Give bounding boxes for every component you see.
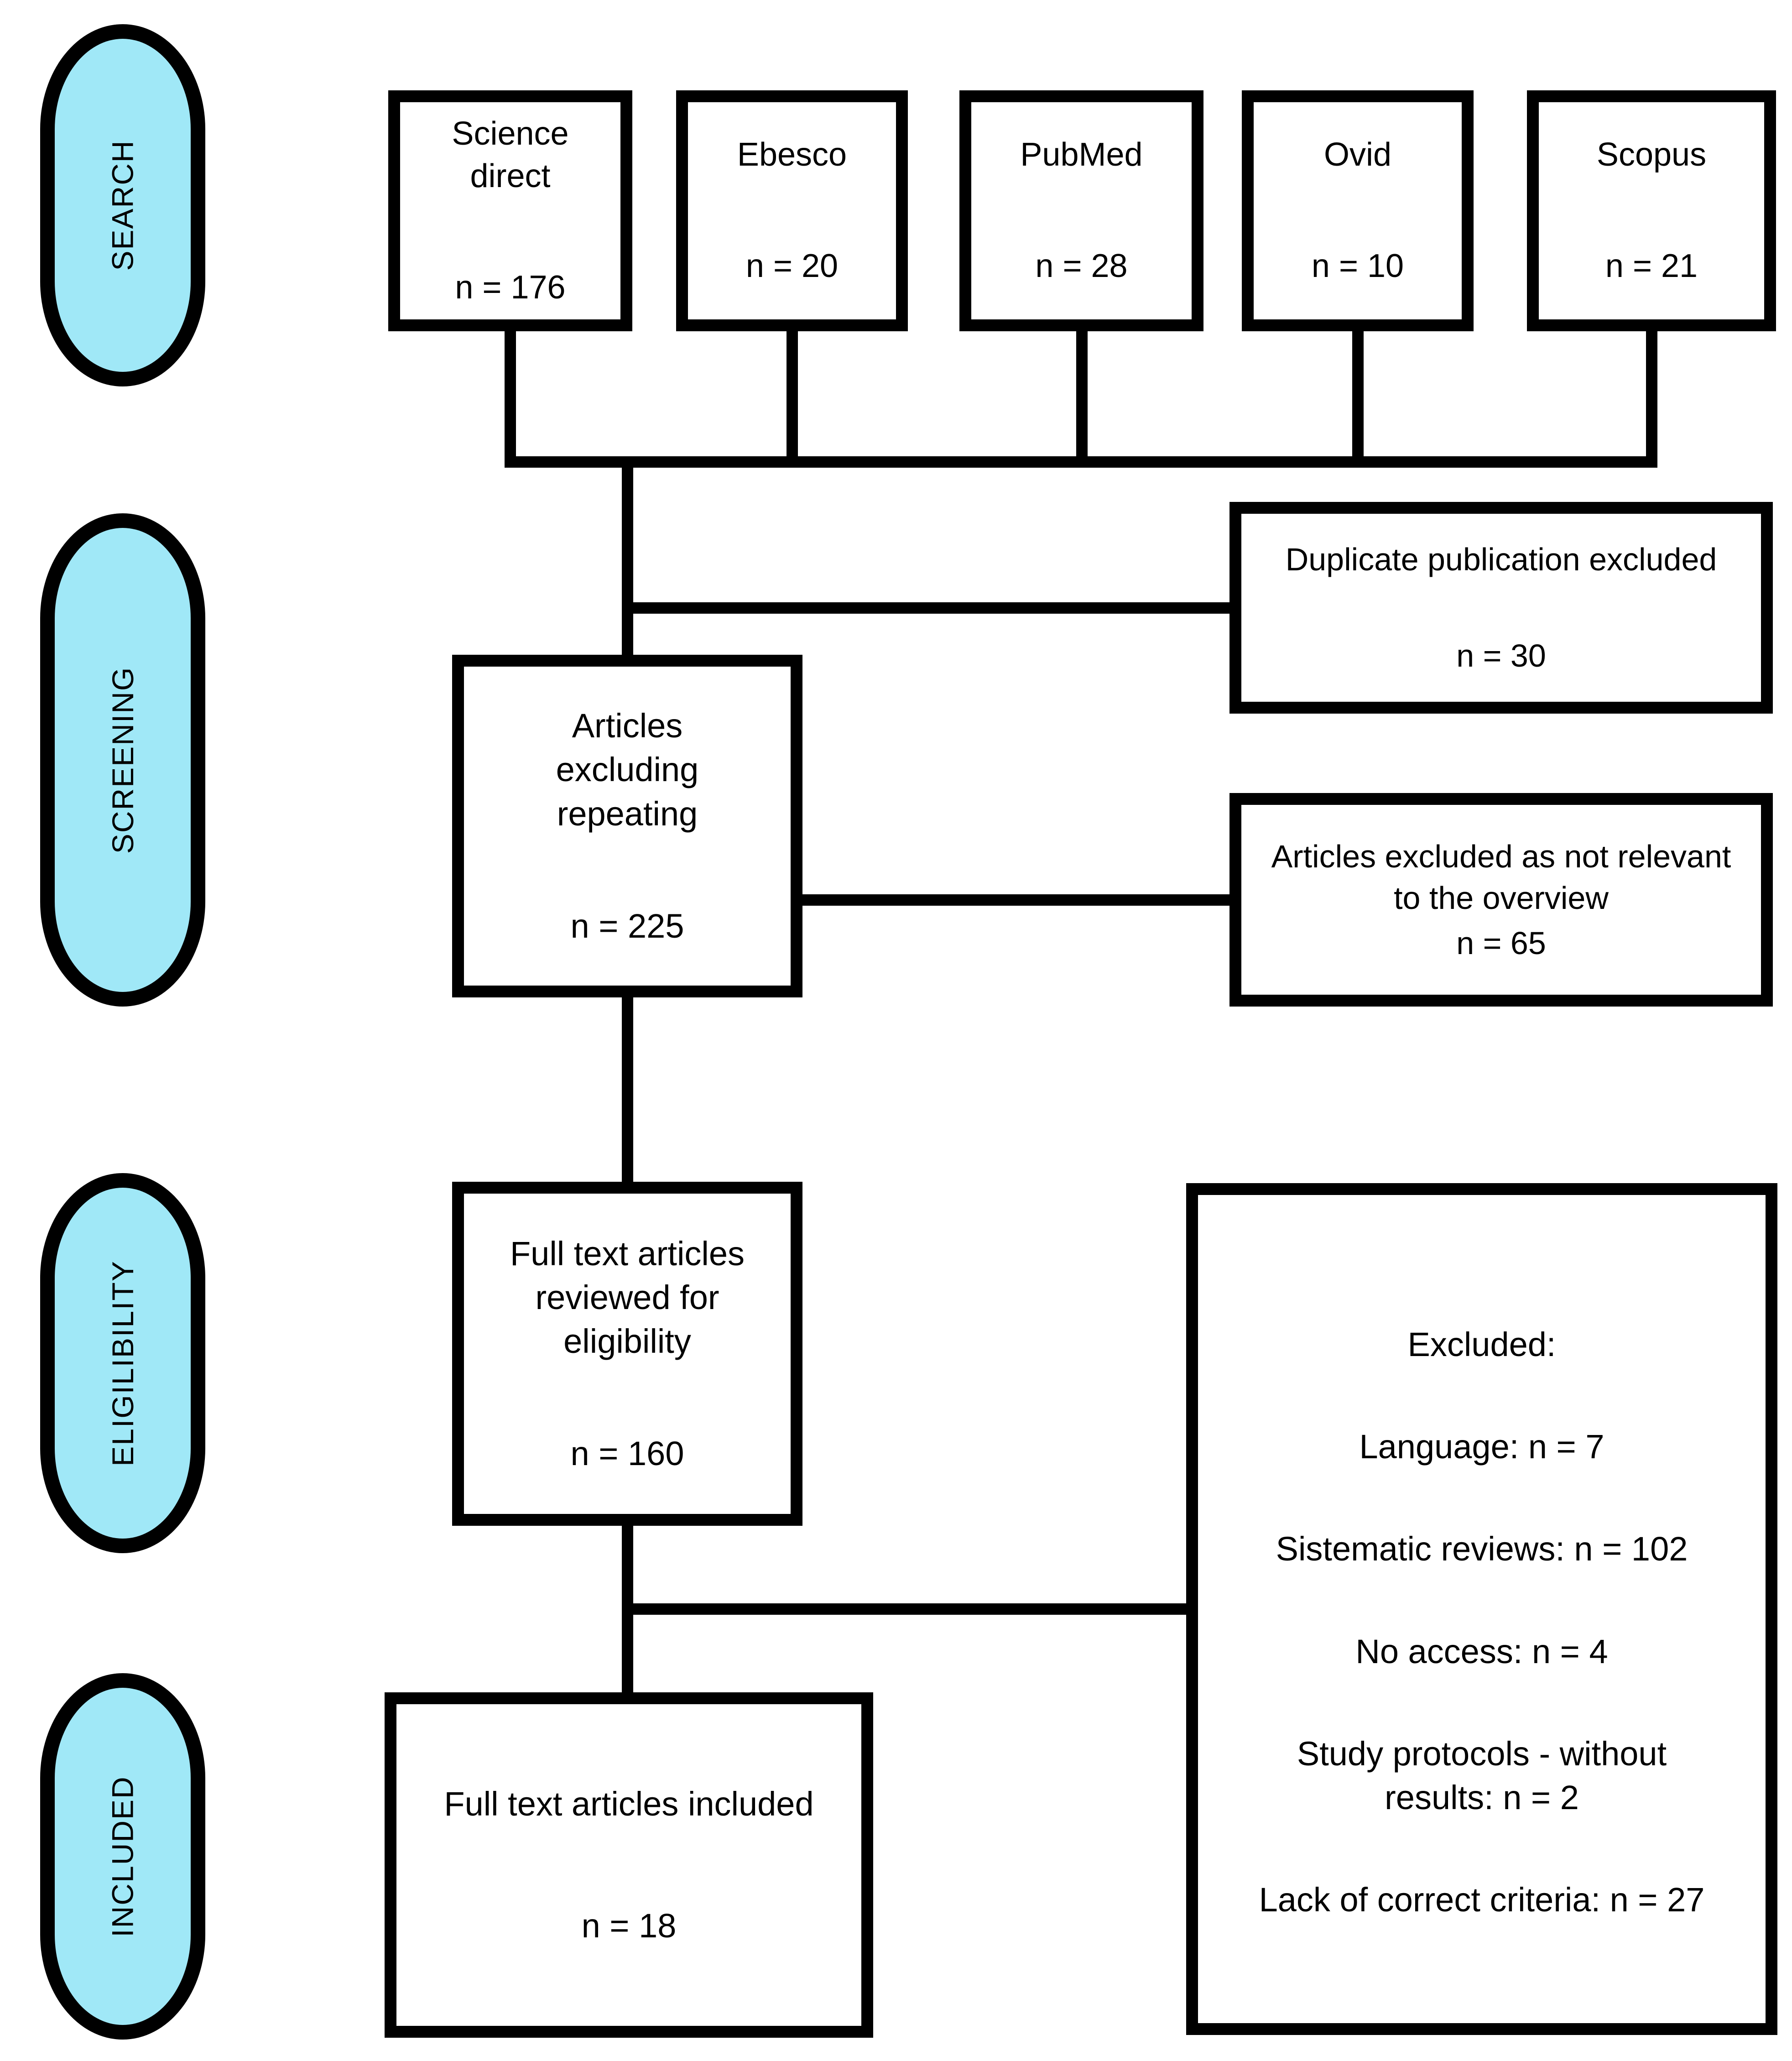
- stage-pill-included: INCLUDED: [40, 1673, 205, 2040]
- flow-line-bus-to-screening: [622, 462, 633, 662]
- excluded-reason-systematic-reviews: Sistematic reviews: n = 102: [1276, 1530, 1688, 1568]
- excluded-reason-no-access: No access: n = 4: [1355, 1632, 1608, 1670]
- source-name: Scopus: [1596, 136, 1707, 173]
- excluded-reasons-title: Excluded:: [1407, 1325, 1556, 1363]
- excluded-reason-study-protocols: Study protocols - without results: n = 2: [1297, 1734, 1667, 1816]
- source-count: n = 10: [1311, 248, 1404, 284]
- articles-excluding-repeating-count: n = 225: [570, 907, 684, 945]
- flow-line-stub-science-direct: [505, 325, 516, 463]
- excluded-reasons-box: Excluded: Language: n = 7 Sistematic rev…: [1186, 1183, 1777, 2035]
- flow-line-to-duplicates: [627, 602, 1234, 614]
- source-box-scopus: Scopus n = 21: [1527, 90, 1776, 331]
- source-count: n = 20: [745, 248, 839, 284]
- flow-line-to-not-relevant: [798, 894, 1234, 906]
- full-text-included-count: n = 18: [581, 1906, 677, 1945]
- source-count: n = 21: [1605, 248, 1698, 284]
- excluded-reason-language: Language: n = 7: [1359, 1428, 1604, 1466]
- source-box-science-direct: Science direct n = 176: [388, 90, 632, 331]
- stage-pill-search: SEARCH: [40, 24, 205, 386]
- full-text-included-box: Full text articles included n = 18: [385, 1692, 873, 2038]
- flow-line-stub-scopus: [1646, 325, 1657, 463]
- stage-label-included: INCLUDED: [106, 1775, 140, 1937]
- flow-line-stub-ebesco: [787, 325, 798, 463]
- flow-line-sources-bus: [505, 456, 1657, 468]
- flow-line-stub-ovid: [1352, 325, 1364, 463]
- stage-label-eligibility: ELIGILIBILITY: [106, 1260, 140, 1466]
- flow-line-to-excluded: [627, 1603, 1191, 1615]
- source-box-ebesco: Ebesco n = 20: [676, 90, 908, 331]
- source-name: Ovid: [1323, 136, 1392, 173]
- full-text-reviewed-title: Full text articles reviewed for eligibil…: [510, 1234, 745, 1360]
- duplicates-excluded-count: n = 30: [1456, 638, 1546, 673]
- stage-pill-screening: SCREENING: [40, 513, 205, 1007]
- source-count: n = 28: [1035, 248, 1128, 284]
- not-relevant-excluded-count: n = 65: [1456, 925, 1546, 961]
- not-relevant-excluded-title: Articles excluded as not relevant to the…: [1271, 838, 1731, 916]
- duplicates-excluded-box: Duplicate publication excluded n = 30: [1229, 502, 1773, 714]
- flow-line-stub-pubmed: [1076, 325, 1088, 463]
- source-name: Ebesco: [737, 136, 847, 173]
- stage-label-screening: SCREENING: [106, 666, 140, 854]
- stage-pill-eligibility: ELIGILIBILITY: [40, 1173, 205, 1553]
- source-name: PubMed: [1020, 136, 1143, 173]
- full-text-reviewed-count: n = 160: [570, 1435, 684, 1473]
- source-box-ovid: Ovid n = 10: [1242, 90, 1474, 331]
- flow-line-screening-to-eligibility: [622, 993, 633, 1189]
- not-relevant-excluded-box: Articles excluded as not relevant to the…: [1229, 793, 1773, 1007]
- source-count: n = 176: [455, 269, 566, 306]
- full-text-included-title: Full text articles included: [444, 1785, 814, 1823]
- articles-excluding-repeating-title: Articles excluding repeating: [556, 707, 699, 833]
- full-text-reviewed-box: Full text articles reviewed for eligibil…: [452, 1182, 802, 1526]
- excluded-reason-lack-of-criteria: Lack of correct criteria: n = 27: [1259, 1881, 1705, 1919]
- source-name: Science direct: [452, 115, 569, 195]
- stage-label-search: SEARCH: [106, 140, 140, 271]
- articles-excluding-repeating-box: Articles excluding repeating n = 225: [452, 655, 802, 997]
- duplicates-excluded-title: Duplicate publication excluded: [1285, 542, 1717, 577]
- source-box-pubmed: PubMed n = 28: [959, 90, 1203, 331]
